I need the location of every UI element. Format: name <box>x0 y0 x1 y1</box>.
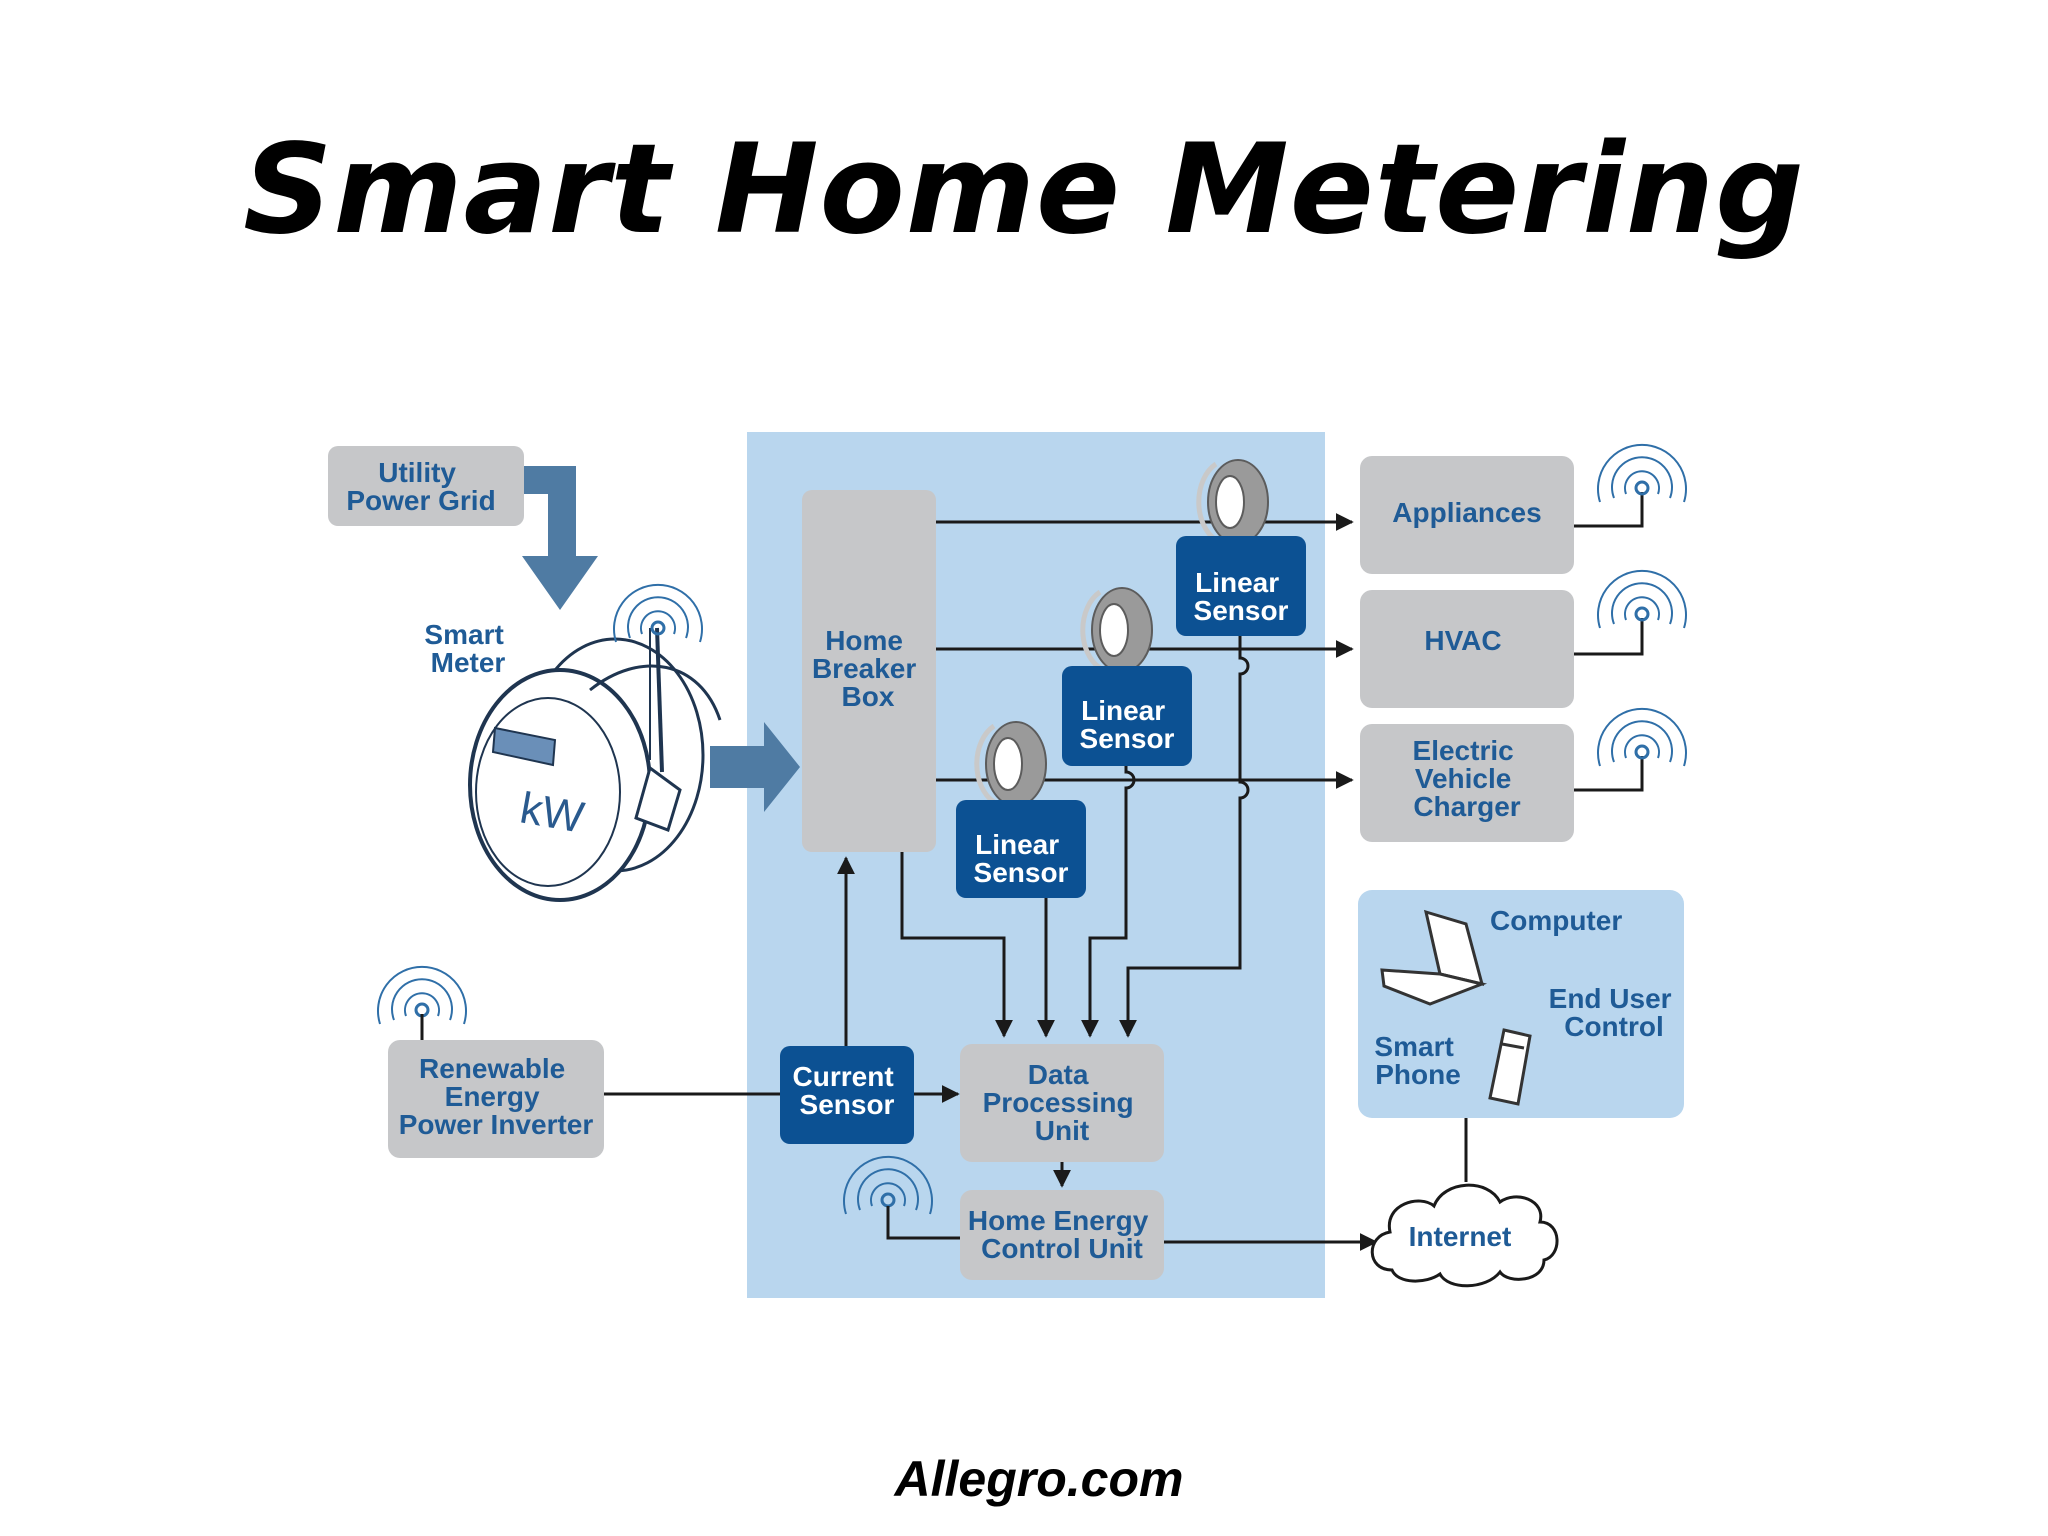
breaker-label: Home Breaker Box <box>812 625 924 712</box>
cloud-icon <box>1370 1183 1559 1288</box>
linear-sensor-low-box <box>956 800 1086 898</box>
ring-sensor-icon <box>1083 588 1152 672</box>
ev-wireless-link <box>1574 756 1644 792</box>
ev-charger-box <box>1360 724 1574 842</box>
hvac-box <box>1360 590 1574 708</box>
footer-credit: Allegro.com <box>894 1451 1184 1507</box>
utility-power-grid-box <box>328 446 524 526</box>
sensor-mid-output <box>1081 764 1136 1038</box>
current-sensor-label: Current Sensor <box>793 1061 902 1120</box>
internet-label: Internet <box>1409 1221 1512 1252</box>
home-energy-control-label: Home Energy Control Unit <box>968 1205 1156 1264</box>
hvac-label: HVAC <box>1424 625 1501 656</box>
home-breaker-box <box>802 490 936 852</box>
smart-phone-label: Smart Phone <box>1374 1031 1461 1090</box>
wireless-signal-icon <box>1596 707 1688 768</box>
meter-to-breaker-arrow <box>710 722 800 812</box>
grid-to-meter-arrow <box>522 466 598 610</box>
linear-sensor-low-label: Linear Sensor <box>974 829 1069 888</box>
ring-sensor-icon <box>977 722 1046 806</box>
wireless-signal-icon <box>1596 443 1688 504</box>
linear-sensor-top-label: Linear Sensor <box>1194 567 1289 626</box>
data-processing-unit-box <box>960 1044 1164 1162</box>
smart-meter-label: Smart Meter <box>424 619 511 678</box>
computer-label: Computer <box>1490 905 1622 936</box>
home-energy-control-box <box>960 1190 1164 1280</box>
electric-meter-icon <box>468 627 722 902</box>
meter-kw-text: kW <box>517 783 589 842</box>
smartphone-icon <box>1488 1028 1532 1106</box>
wireless-signal-icon <box>1596 569 1688 630</box>
breaker-to-data-line <box>900 852 1013 1038</box>
ev-charger-label: Electric Vehicle Charger <box>1413 735 1522 822</box>
utility-label: Utility Power Grid <box>346 457 495 516</box>
hvac-wireless-link <box>1574 618 1644 656</box>
current-sensor-box <box>780 1046 914 1144</box>
data-processing-label: Data Processing Unit <box>983 1059 1142 1146</box>
renewable-label: Renewable Energy Power Inverter <box>399 1053 594 1140</box>
linear-sensor-mid-box <box>1062 666 1192 766</box>
appliances-label: Appliances <box>1392 497 1541 528</box>
sensor-top-output <box>1119 630 1250 1038</box>
linear-sensor-top-box <box>1176 536 1306 636</box>
appliances-wireless-link <box>1574 492 1644 528</box>
laptop-icon <box>1380 909 1488 1006</box>
wireless-signal-icon <box>612 583 704 644</box>
page-title: Smart Home Metering <box>243 118 1805 262</box>
ring-sensor-icon <box>1199 460 1268 544</box>
end-user-control-label: End User Control <box>1549 983 1680 1042</box>
renewable-inverter-box <box>388 1040 604 1158</box>
linear-sensor-mid-label: Linear Sensor <box>1080 695 1175 754</box>
appliances-box <box>1360 456 1574 574</box>
control-wireless-link <box>886 1206 960 1240</box>
